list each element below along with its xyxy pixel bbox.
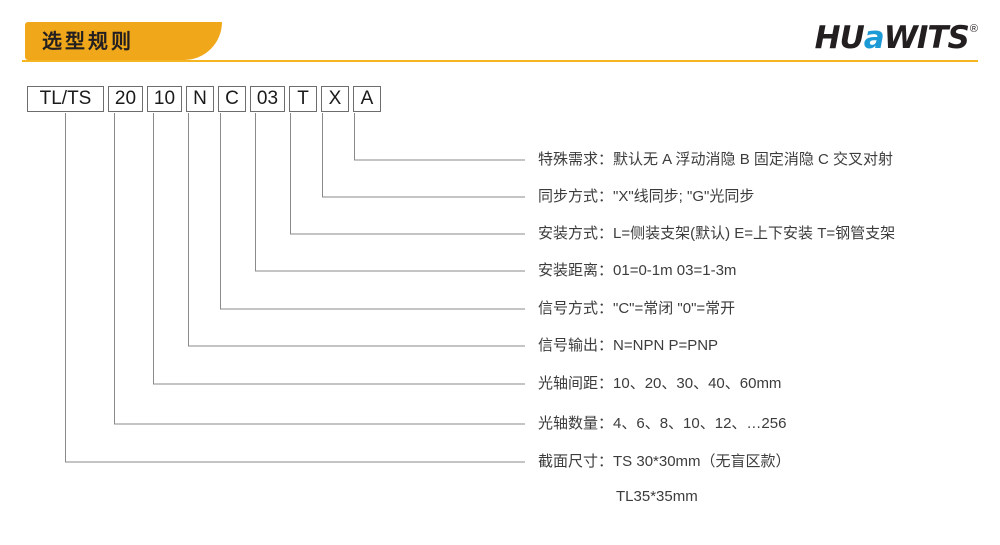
desc-row-section-size: 截面尺寸：TS 30*30mm（无盲区款） xyxy=(538,453,791,471)
leader-beam-count xyxy=(113,113,525,425)
desc-value-beam-pitch: 10、20、30、40、60mm xyxy=(613,375,782,392)
desc-row-beam-pitch: 光轴间距：10、20、30、40、60mm xyxy=(538,375,781,393)
desc-value-signal-output: N=NPN P=PNP xyxy=(613,337,719,354)
desc-value-sync: "X"线同步; "G"光同步 xyxy=(613,188,755,205)
header-divider xyxy=(22,60,978,62)
desc-value-special: 默认无 A 浮动消隐 B 固定消隐 C 交叉对射 xyxy=(613,151,894,168)
leader-mounting xyxy=(289,113,525,235)
desc-row-special: 特殊需求：默认无 A 浮动消隐 B 固定消隐 C 交叉对射 xyxy=(538,151,893,169)
desc-label-beam-count: 光轴数量： xyxy=(538,415,614,432)
desc-label-distance: 安装距离： xyxy=(538,262,614,279)
desc-value-mounting: L=侧装支架(默认) E=上下安装 T=钢管支架 xyxy=(613,225,896,242)
desc-label-mounting: 安装方式： xyxy=(538,225,614,242)
desc-label-beam-pitch: 光轴间距： xyxy=(538,375,614,392)
desc-row-distance: 安装距离：01=0-1m 03=1-3m xyxy=(538,262,736,280)
leader-distance xyxy=(254,113,525,272)
section-banner-tail xyxy=(180,22,222,60)
desc-value-section-size-secondary: TL35*35mm xyxy=(616,488,698,505)
leader-section-size xyxy=(64,113,525,463)
leader-signal-output xyxy=(187,113,525,347)
page-header: 选型规则 HU a WITS ® xyxy=(0,0,1000,70)
desc-row-sync: 同步方式："X"线同步; "G"光同步 xyxy=(538,188,754,206)
code-box-special[interactable]: A xyxy=(353,86,381,112)
leader-special xyxy=(353,113,525,161)
desc-row-signal-mode: 信号方式："C"=常闭 "0"=常开 xyxy=(538,300,735,318)
leader-signal-mode xyxy=(219,113,525,310)
desc-value-distance: 01=0-1m 03=1-3m xyxy=(613,262,737,279)
desc-label-special: 特殊需求： xyxy=(538,151,614,168)
desc-row-beam-count: 光轴数量：4、6、8、10、12、…256 xyxy=(538,415,786,433)
desc-value-signal-mode: "C"=常闭 "0"=常开 xyxy=(613,300,736,317)
model-code-row: TL/TS 20 10 N C 03 T X A xyxy=(27,86,381,112)
section-banner xyxy=(25,22,185,60)
leader-beam-pitch xyxy=(152,113,525,385)
logo-text-part3: WITS xyxy=(883,20,970,56)
code-box-series[interactable]: TL/TS xyxy=(27,86,104,112)
desc-value-section-size: TS 30*30mm（无盲区款） xyxy=(613,453,791,470)
desc-row-mounting: 安装方式：L=侧装支架(默认) E=上下安装 T=钢管支架 xyxy=(538,225,895,243)
page-title: 选型规则 xyxy=(42,29,134,53)
code-box-beam-count[interactable]: 20 xyxy=(108,86,143,112)
code-box-mounting[interactable]: T xyxy=(289,86,317,112)
logo-text-part2: a xyxy=(863,20,885,56)
brand-logo: HU a WITS ® xyxy=(815,22,978,56)
code-box-distance[interactable]: 03 xyxy=(250,86,285,112)
desc-row-signal-output: 信号输出：N=NPN P=PNP xyxy=(538,337,718,355)
leader-sync xyxy=(321,113,525,198)
desc-label-signal-mode: 信号方式： xyxy=(538,300,614,317)
desc-label-sync: 同步方式： xyxy=(538,188,614,205)
code-box-signal-mode[interactable]: C xyxy=(218,86,246,112)
desc-label-signal-output: 信号输出： xyxy=(538,337,614,354)
code-box-sync[interactable]: X xyxy=(321,86,349,112)
code-box-signal-output[interactable]: N xyxy=(186,86,214,112)
registered-trademark-icon: ® xyxy=(969,23,978,35)
code-box-beam-pitch[interactable]: 10 xyxy=(147,86,182,112)
desc-value-beam-count: 4、6、8、10、12、…256 xyxy=(613,415,787,432)
desc-label-section-size: 截面尺寸： xyxy=(538,453,614,470)
logo-text-part1: HU xyxy=(814,20,865,56)
